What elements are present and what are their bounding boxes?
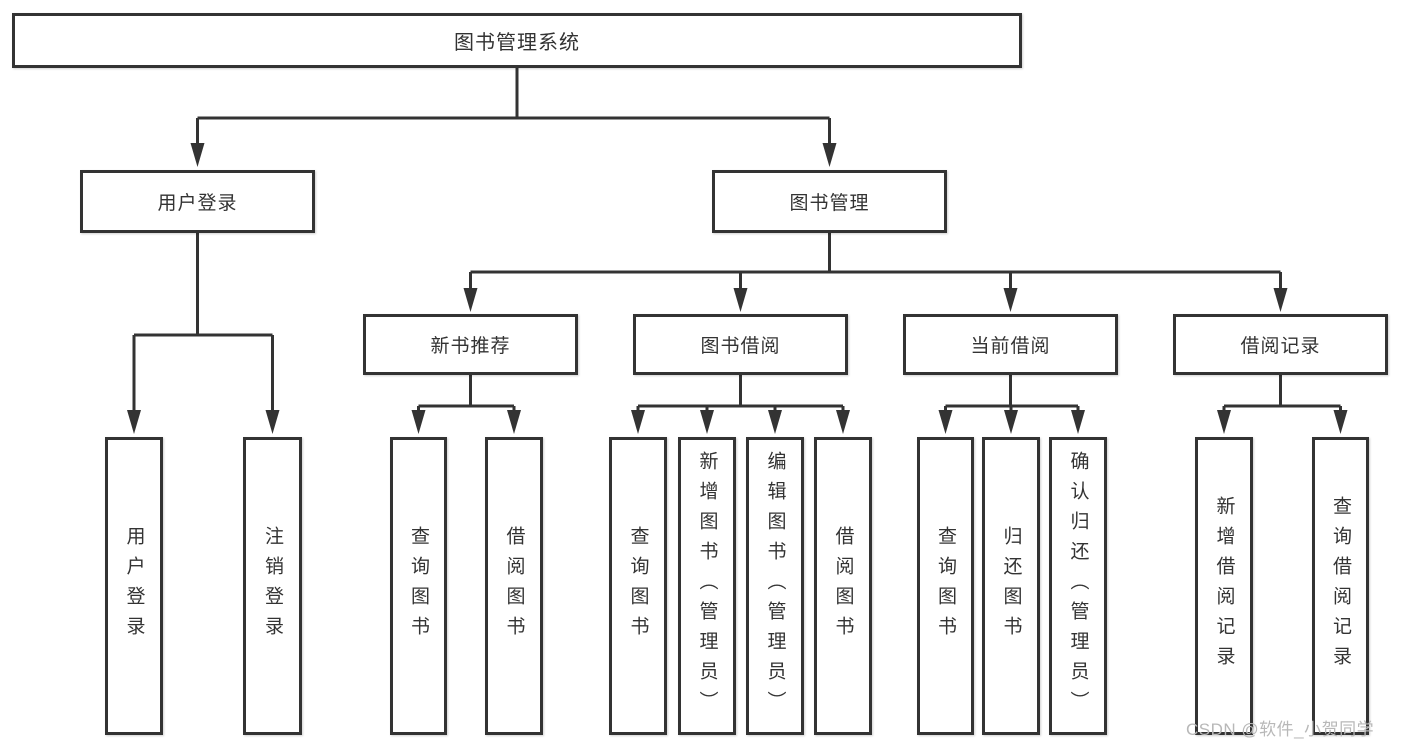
leaf-add-books-admin-label: 新增图书（管理员）	[696, 451, 718, 721]
leaf-borrow-books-label: 借阅图书	[832, 526, 854, 646]
leaf-edit-books-admin-label: 编辑图书（管理员）	[764, 451, 786, 721]
leaf-logout-label: 注销登录	[262, 526, 283, 646]
node-new-book-recommend-label: 新书推荐	[430, 336, 511, 357]
leaf-confirm-return-admin-label: 确认归还（管理员）	[1067, 451, 1089, 721]
node-book-management-label: 图书管理	[789, 193, 870, 214]
leaf-return-books-label: 归还图书	[1000, 526, 1022, 646]
leaf-user-login-label: 用户登录	[123, 526, 145, 646]
node-new-book-recommend: 新书推荐	[363, 314, 578, 375]
leaf-borrow-books-recommend: 借阅图书	[485, 437, 543, 735]
leaf-query-books-recommend-label: 查询图书	[408, 526, 429, 646]
node-book-management: 图书管理	[712, 170, 947, 233]
node-user-login: 用户登录	[80, 170, 315, 233]
leaf-user-login: 用户登录	[105, 437, 163, 735]
leaf-return-books: 归还图书	[982, 437, 1040, 735]
csdn-watermark: CSDN @软件_小贺同学	[1186, 720, 1375, 739]
leaf-confirm-return-admin: 确认归还（管理员）	[1049, 437, 1107, 735]
leaf-query-books-recommend: 查询图书	[390, 437, 447, 735]
node-current-borrowing-label: 当前借阅	[970, 336, 1051, 357]
node-user-login-label: 用户登录	[157, 193, 238, 214]
leaf-edit-books-admin: 编辑图书（管理员）	[746, 437, 804, 735]
node-book-borrowing-label: 图书借阅	[700, 336, 781, 357]
node-root: 图书管理系统	[12, 13, 1022, 68]
node-book-borrowing: 图书借阅	[633, 314, 848, 375]
leaf-add-borrow-record: 新增借阅记录	[1195, 437, 1253, 735]
node-borrowing-records: 借阅记录	[1173, 314, 1388, 375]
leaf-add-books-admin: 新增图书（管理员）	[678, 437, 736, 735]
leaf-borrow-books-recommend-label: 借阅图书	[503, 526, 525, 646]
leaf-query-books-current: 查询图书	[917, 437, 974, 735]
leaf-query-books-borrowing-label: 查询图书	[627, 526, 649, 646]
leaf-query-books-current-label: 查询图书	[935, 526, 956, 646]
node-root-label: 图书管理系统	[454, 32, 580, 54]
node-current-borrowing: 当前借阅	[903, 314, 1118, 375]
leaf-borrow-books: 借阅图书	[814, 437, 872, 735]
leaf-add-borrow-record-label: 新增借阅记录	[1213, 496, 1235, 676]
node-borrowing-records-label: 借阅记录	[1240, 336, 1321, 357]
leaf-query-books-borrowing: 查询图书	[609, 437, 667, 735]
leaf-logout: 注销登录	[243, 437, 302, 735]
leaf-query-borrow-record-label: 查询借阅记录	[1330, 496, 1351, 676]
leaf-query-borrow-record: 查询借阅记录	[1312, 437, 1369, 735]
